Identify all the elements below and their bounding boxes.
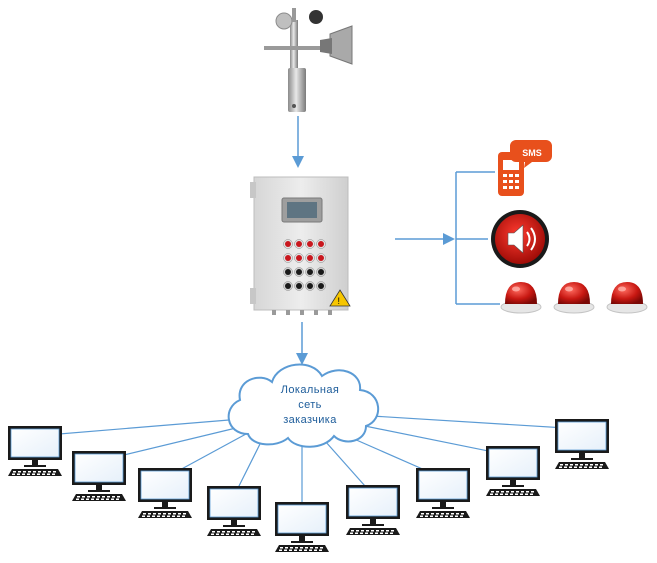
computer-icon <box>416 468 470 518</box>
network-link <box>34 419 230 437</box>
beacon-light-icon <box>553 282 595 314</box>
svg-text:!: ! <box>338 296 341 306</box>
beacon-light-icon <box>500 282 542 314</box>
indicator-grid <box>283 239 326 291</box>
computer-icon <box>346 485 400 535</box>
sms-phone-icon: SMS <box>498 140 552 196</box>
computer-icon <box>72 451 126 501</box>
beacons-group <box>500 282 648 314</box>
control-cabinet-icon: ! <box>250 176 351 315</box>
siren-icon <box>491 210 549 268</box>
cloud-label-line-2: сеть <box>298 399 322 411</box>
computer-icon <box>275 502 329 552</box>
network-link <box>371 415 583 430</box>
cloud-label-line-1: Локальная <box>280 384 340 396</box>
cloud-label: Локальная сеть заказчика <box>262 383 358 428</box>
cabinet-vents <box>272 310 332 315</box>
beacon-light-icon <box>606 282 648 314</box>
cloud-icon <box>227 363 380 448</box>
computer-icon <box>486 446 540 496</box>
computer-icon <box>138 468 192 518</box>
cloud-label-line-3: заказчика <box>283 414 337 426</box>
computer-icon <box>8 426 62 476</box>
sms-label: SMS <box>522 148 542 158</box>
anemometer-icon <box>264 8 353 112</box>
computers-group <box>8 419 609 552</box>
computer-icon <box>207 486 261 536</box>
computer-icon <box>555 419 609 469</box>
